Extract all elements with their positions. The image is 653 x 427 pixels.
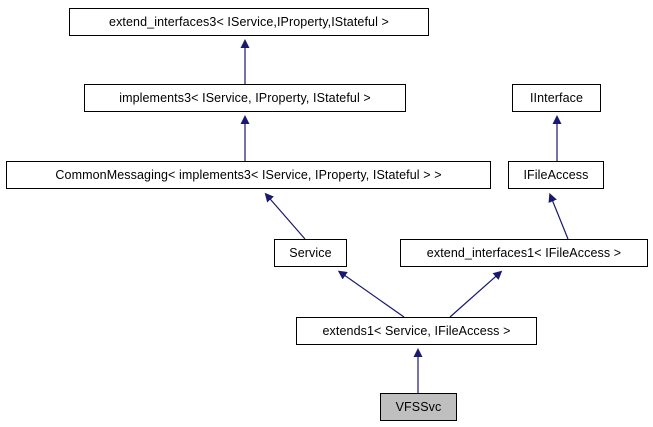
inheritance-arrow-line (548, 192, 569, 240)
class-node-label: CommonMessaging< implements3< IService, … (55, 167, 442, 182)
inheritance-arrow-service-to-commonmessaging (264, 192, 306, 240)
inheritance-arrow-extend_interfaces1-to-ifileaccess (548, 192, 569, 240)
class-node-vfssvc[interactable]: VFSSvc (380, 393, 457, 421)
class-node-service[interactable]: Service (274, 239, 347, 267)
class-node-label: extends1< Service, IFileAccess > (322, 323, 511, 338)
inheritance-arrow-line (449, 270, 503, 318)
class-node-label: Service (289, 245, 332, 260)
class-node-extends1[interactable]: extends1< Service, IFileAccess > (296, 317, 537, 345)
class-node-iinterface[interactable]: IInterface (512, 84, 601, 112)
class-node-label: VFSSvc (395, 399, 442, 414)
class-node-label: extend_interfaces1< IFileAccess > (426, 245, 622, 260)
class-node-extend_interfaces3[interactable]: extend_interfaces3< IService,IProperty,I… (69, 8, 429, 36)
class-node-label: IInterface (529, 90, 584, 105)
class-node-label: extend_interfaces3< IService,IProperty,I… (109, 14, 389, 29)
class-node-commonmessaging[interactable]: CommonMessaging< implements3< IService, … (6, 161, 491, 189)
class-node-label: implements3< IService, IProperty, IState… (119, 90, 371, 105)
class-node-label: IFileAccess (523, 167, 589, 182)
inheritance-arrow-line (264, 192, 306, 240)
inheritance-arrow-line (337, 270, 405, 318)
inheritance-arrow-extends1-to-extend_interfaces1 (449, 270, 503, 318)
inheritance-arrow-extends1-to-service (337, 270, 405, 318)
class-node-extend_interfaces1[interactable]: extend_interfaces1< IFileAccess > (400, 239, 648, 267)
class-node-ifileaccess[interactable]: IFileAccess (508, 161, 604, 189)
class-node-implements3[interactable]: implements3< IService, IProperty, IState… (84, 84, 406, 112)
